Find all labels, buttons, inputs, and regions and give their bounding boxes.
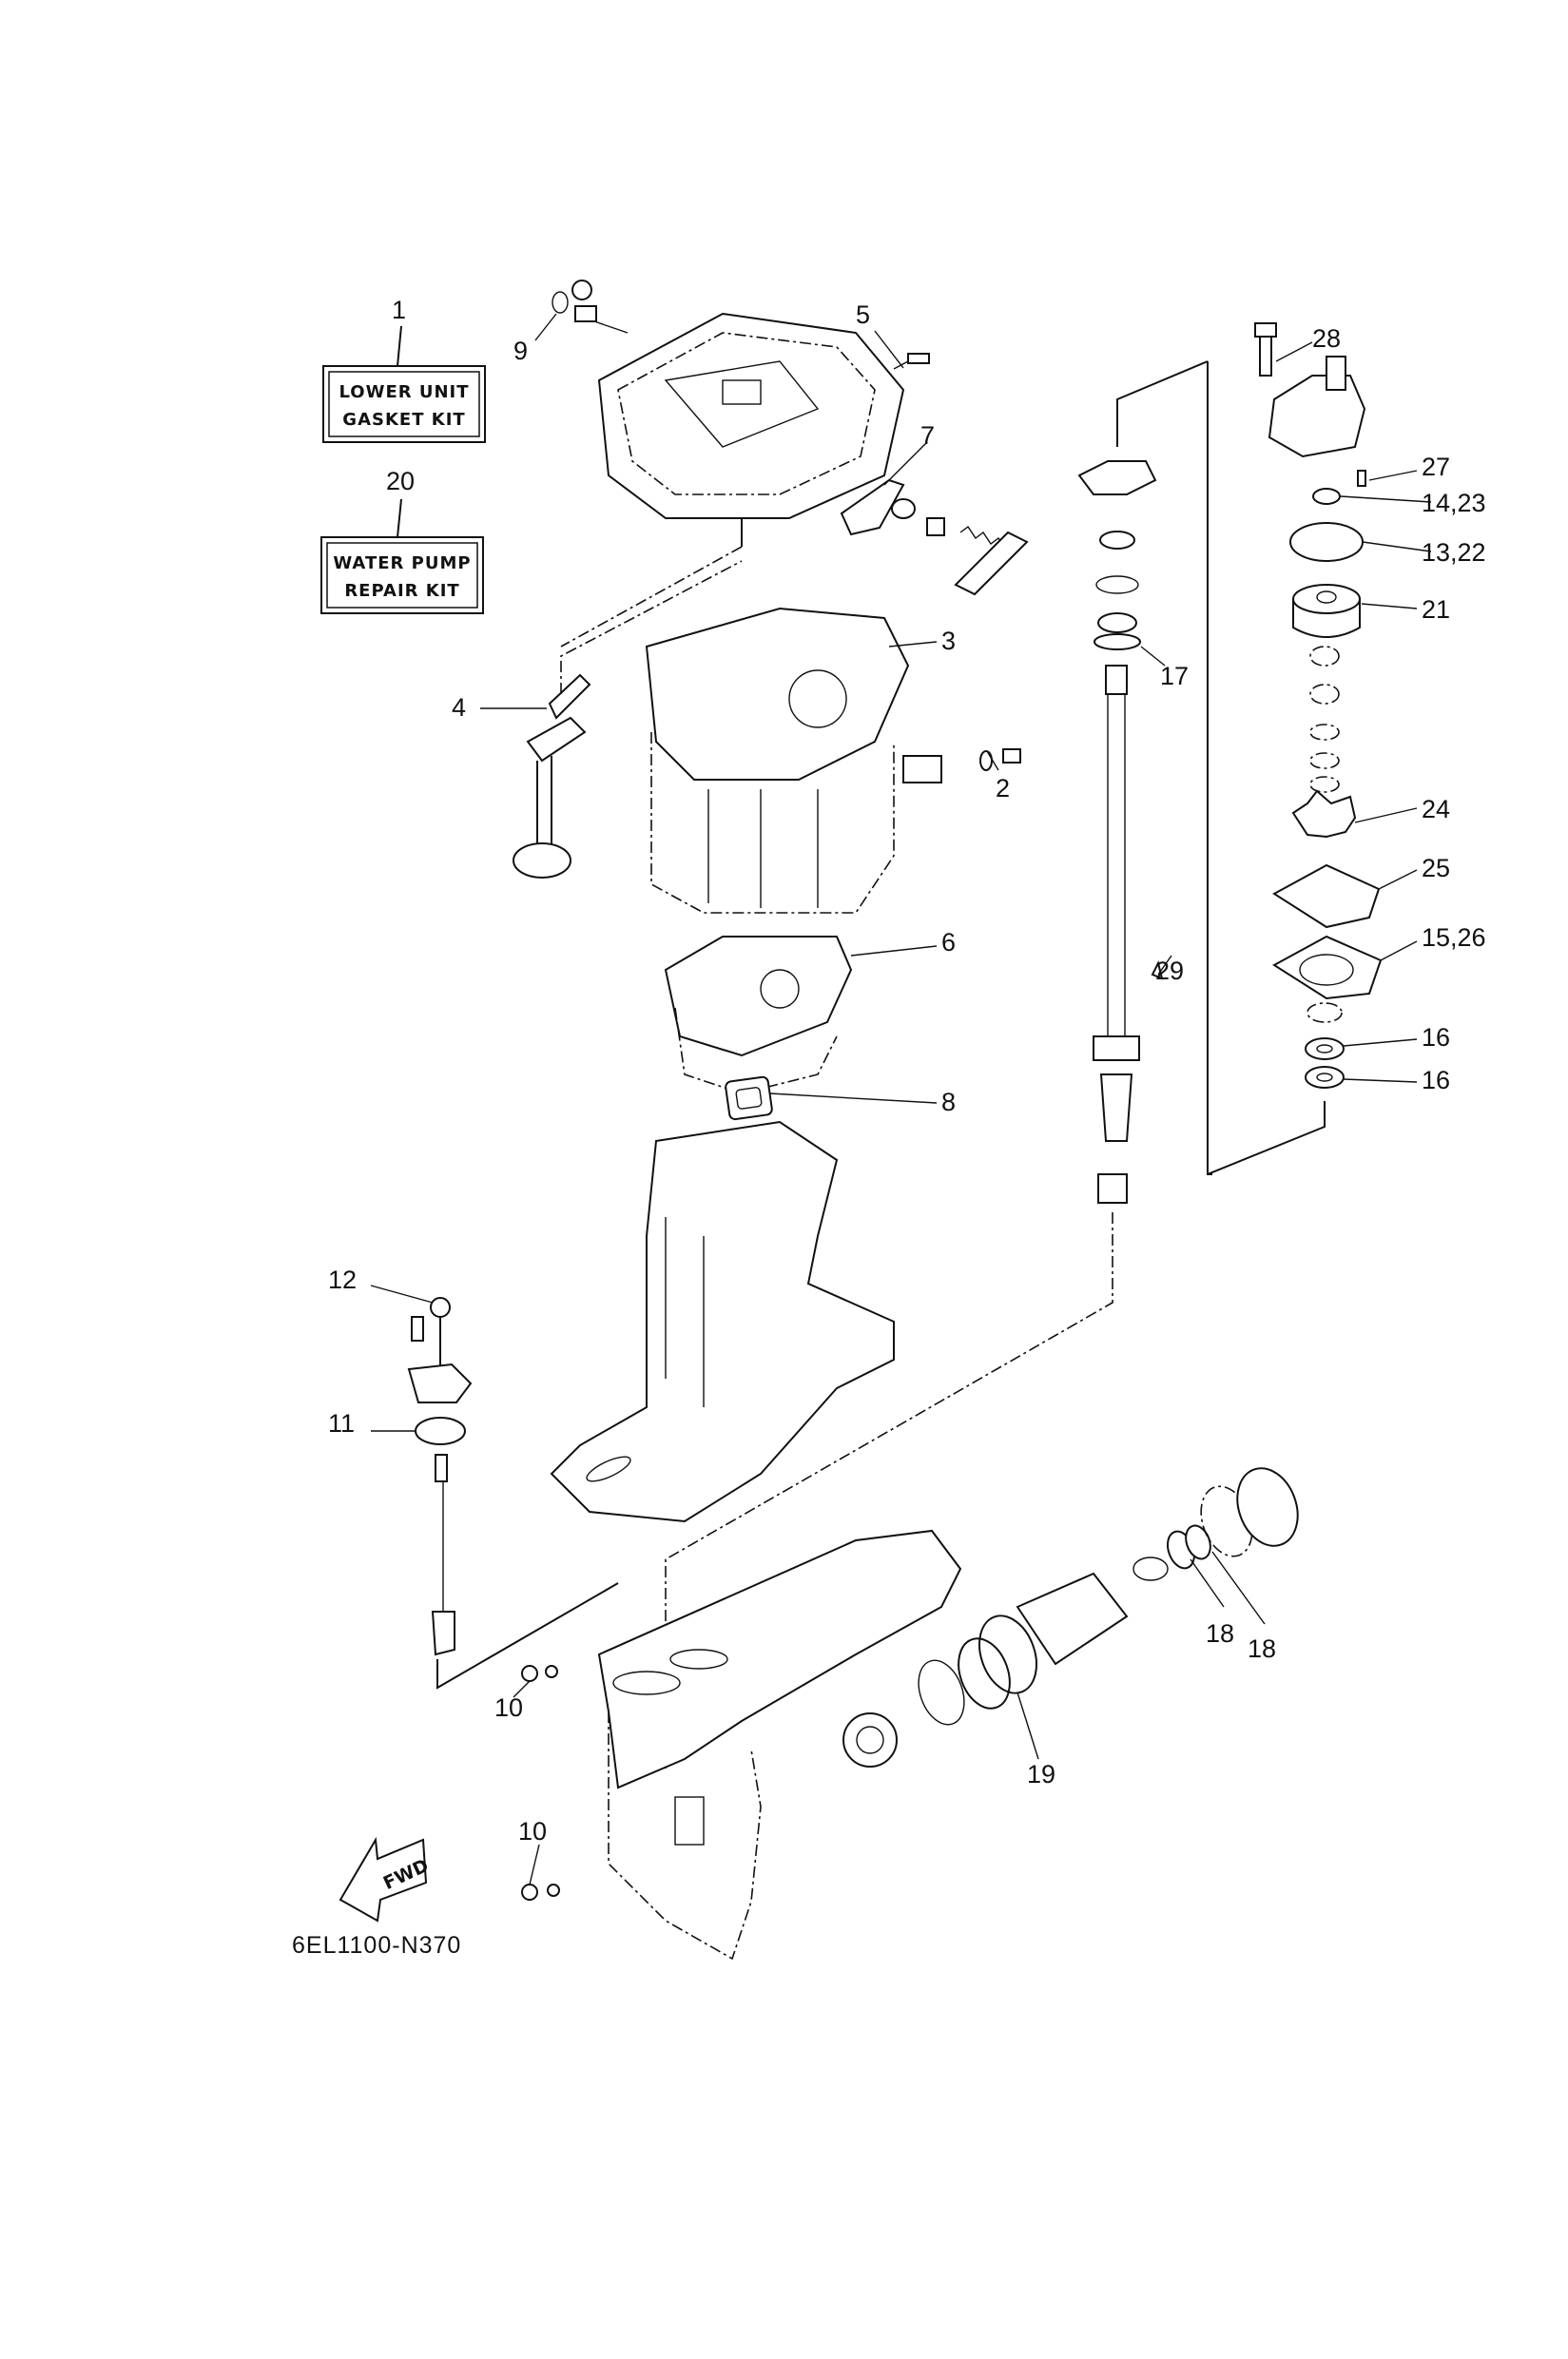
callout-20: 20 xyxy=(386,467,415,495)
callout-16[interactable]: 16 xyxy=(1422,1066,1450,1094)
callout-7[interactable]: 7 xyxy=(920,421,935,450)
callout-4[interactable]: 4 xyxy=(452,693,466,722)
gearcase xyxy=(597,1529,962,1961)
callout-29[interactable]: 29 xyxy=(1155,957,1184,985)
callout-18[interactable]: 18 xyxy=(1248,1634,1276,1663)
rubber-seal-part xyxy=(725,1075,773,1121)
water-pump-stack xyxy=(1207,322,1383,1175)
callout-10[interactable]: 10 xyxy=(494,1693,523,1722)
callout-1: 1 xyxy=(392,296,406,324)
callout-6[interactable]: 6 xyxy=(941,928,956,957)
callout-17[interactable]: 17 xyxy=(1160,662,1189,690)
trim-sender-assembly xyxy=(407,1297,619,1901)
callout-28[interactable]: 28 xyxy=(1312,324,1341,353)
callout-25[interactable]: 25 xyxy=(1422,854,1450,882)
leader-lines xyxy=(370,313,1432,1885)
callout-18[interactable]: 18 xyxy=(1206,1619,1234,1648)
callout-11[interactable]: 11 xyxy=(328,1409,355,1438)
callout-19[interactable]: 19 xyxy=(1027,1760,1055,1789)
callout-13-22[interactable]: 13,22 xyxy=(1422,538,1486,567)
callout-3[interactable]: 3 xyxy=(941,627,956,655)
callout-10[interactable]: 10 xyxy=(518,1817,547,1846)
kit-label-line1: LOWER UNIT xyxy=(339,382,469,402)
drawing-code: 6EL1100-N370 xyxy=(292,1932,461,1959)
callout-27[interactable]: 27 xyxy=(1422,453,1450,481)
callout-21[interactable]: 21 xyxy=(1422,595,1450,624)
callout-15-26[interactable]: 15,26 xyxy=(1422,923,1486,952)
callout-labels: 9 5 7 3 4 2 6 8 28 27 14,23 13,22 21 17 … xyxy=(328,300,1486,1846)
callout-14-23[interactable]: 14,23 xyxy=(1422,489,1486,517)
callout-16[interactable]: 16 xyxy=(1422,1023,1450,1052)
lower-cover-part xyxy=(664,936,853,1094)
callout-5[interactable]: 5 xyxy=(856,300,870,329)
kit-label-line2: REPAIR KIT xyxy=(344,581,459,601)
upper-casing-part xyxy=(552,280,930,648)
oil-strainer-part xyxy=(513,560,743,879)
kit-box-water-pump-repair[interactable]: 20 WATER PUMP REPAIR KIT xyxy=(320,467,484,614)
callout-9[interactable]: 9 xyxy=(513,337,528,365)
propeller-shaft-assembly xyxy=(842,1467,1299,1768)
kit-box-lower-unit-gasket[interactable]: 1 LOWER UNIT GASKET KIT xyxy=(322,296,486,443)
callout-24[interactable]: 24 xyxy=(1422,795,1450,823)
fwd-direction-arrow: FWD xyxy=(339,1836,432,1923)
drive-shaft-housing xyxy=(550,1120,895,1523)
callout-12[interactable]: 12 xyxy=(328,1266,357,1294)
kit-label-line1: WATER PUMP xyxy=(333,553,471,573)
kit-label-line2: GASKET KIT xyxy=(342,410,465,430)
callout-2[interactable]: 2 xyxy=(996,774,1010,802)
pressure-valve-assembly xyxy=(840,478,1029,596)
upper-case-part xyxy=(645,607,1021,914)
callout-8[interactable]: 8 xyxy=(941,1088,956,1116)
